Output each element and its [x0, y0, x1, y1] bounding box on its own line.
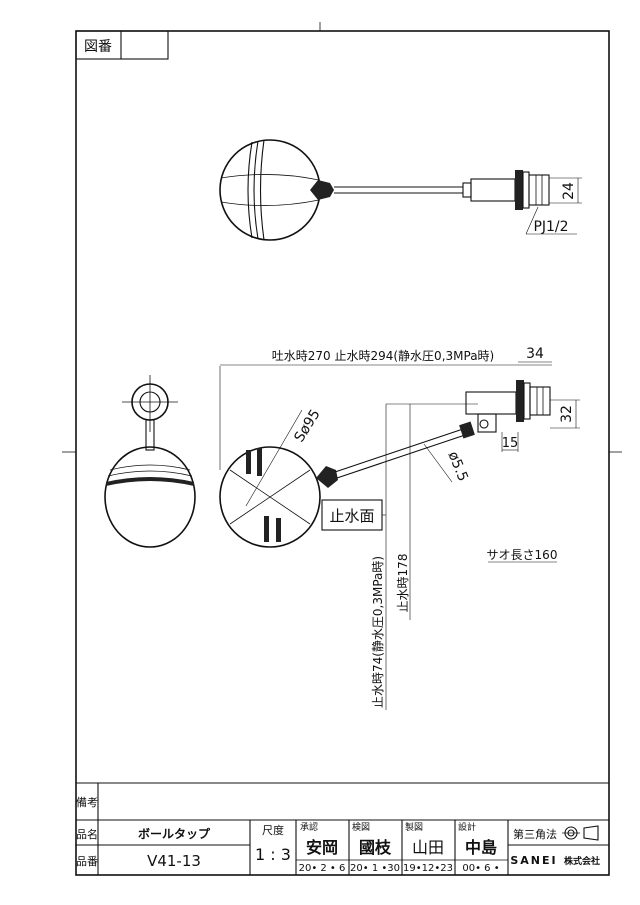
drawing-number-label: 図番	[84, 39, 112, 55]
drawing-number-box: 図番	[75, 30, 169, 60]
number-value: V41-13	[147, 852, 201, 870]
float-ball-front	[219, 446, 321, 548]
number-label: 品番	[76, 855, 98, 868]
approve-name: 安岡	[306, 838, 338, 857]
dim-arm-length: 吐水時270 止水時294(静水圧0,3MPa時)	[272, 349, 494, 363]
approve-date: 20• 2 • 6	[299, 863, 346, 874]
third-angle-projection-icon	[562, 825, 599, 841]
design-label: 設計	[458, 821, 476, 833]
check-label: 検図	[352, 821, 370, 833]
side-view	[104, 375, 196, 548]
dim-15: 15	[502, 436, 519, 451]
company-suffix: 株式会社	[564, 855, 600, 867]
dim-34: 34	[526, 346, 544, 362]
scale-label: 尺度	[262, 823, 284, 837]
dim-rod-diameter: ø5.5	[445, 449, 471, 484]
name-value: ボールタップ	[138, 826, 211, 841]
sheet-border	[75, 30, 610, 876]
top-view: 24 PJ1/2	[219, 139, 582, 241]
dim-stop-height-74: 止水時74(静水圧0,3MPa時)	[371, 556, 385, 708]
title-block: 備考 品名 ボールタップ 品番 V41-13 尺度 1 : 3 承認 安岡 20…	[76, 782, 609, 875]
float-rod-front	[334, 427, 467, 473]
dim-stop-height-178: 止水時178	[396, 554, 410, 613]
float-ball-side	[104, 446, 196, 548]
front-view: 吐水時270 止水時294(静水圧0,3MPa時) 34 Sø95	[219, 346, 580, 710]
stop-water-surface-label: 止水面	[329, 507, 374, 525]
check-name: 國枝	[359, 838, 392, 857]
draw-name: 山田	[412, 838, 444, 857]
design-date: 00• 6 •	[462, 863, 499, 874]
projection-label: 第三角法	[513, 827, 557, 841]
company-name: SANEI	[510, 854, 557, 867]
dim-ball-diameter: Sø95	[291, 407, 323, 445]
ball-hub-top	[310, 180, 334, 200]
float-ball-top	[219, 139, 321, 241]
approve-label: 承認	[300, 821, 318, 833]
design-name: 中島	[465, 838, 497, 857]
scale-value: 1 : 3	[255, 845, 291, 864]
name-label: 品名	[76, 827, 98, 841]
draw-date: 19•12•23	[403, 863, 453, 874]
dim-rod-length: サオ長さ160	[487, 548, 558, 562]
remarks-label: 備考	[76, 796, 98, 809]
check-date: 20• 1 •30	[350, 863, 400, 874]
dim-32: 32	[559, 405, 575, 423]
dim-thread: PJ1/2	[533, 219, 568, 235]
dim-24: 24	[561, 182, 577, 200]
draw-label: 製図	[405, 821, 423, 833]
